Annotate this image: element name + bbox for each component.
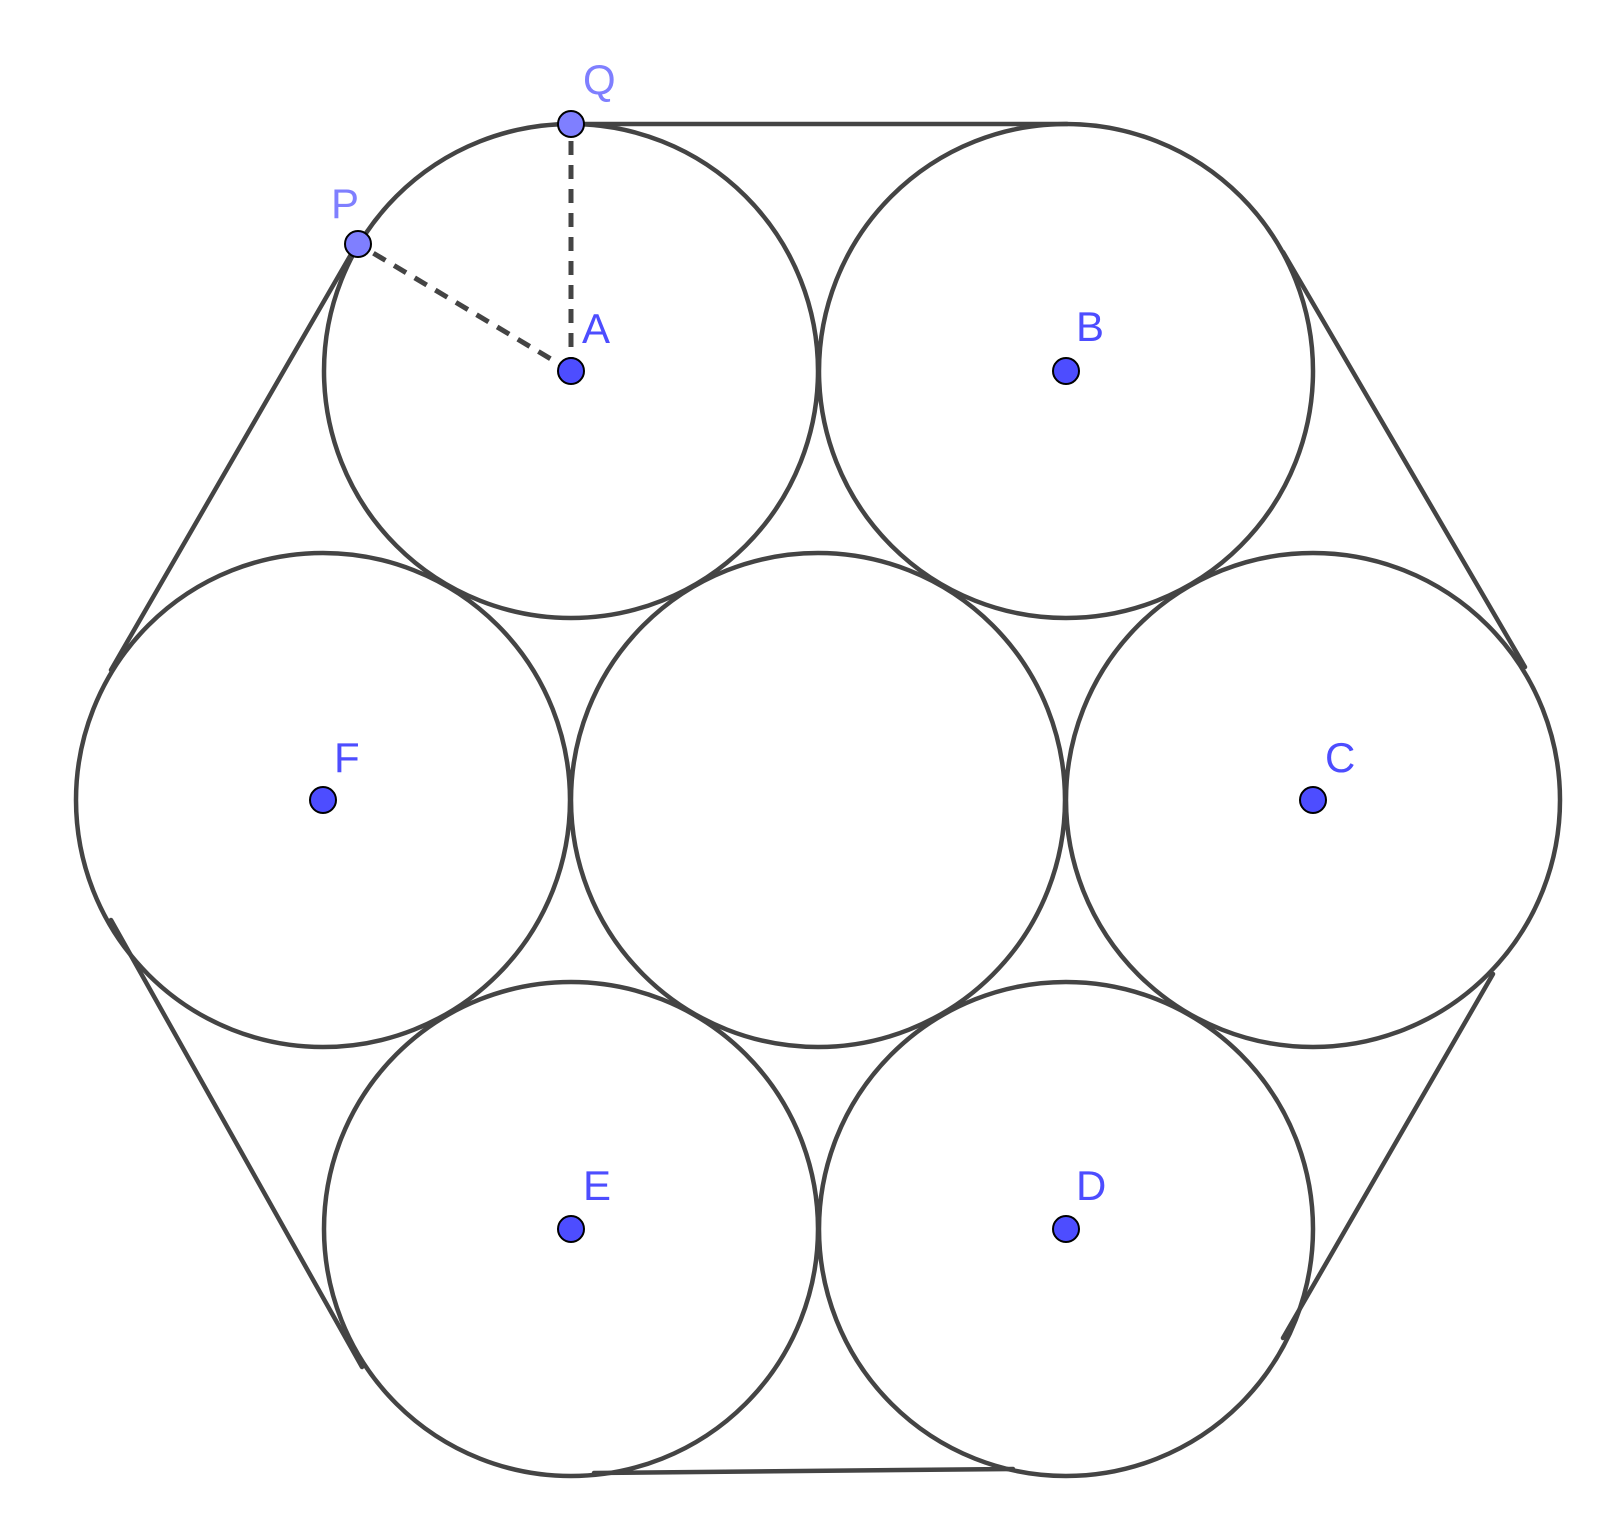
point-q[interactable] [557,110,585,138]
point-a[interactable] [557,357,585,385]
outer-tangent-lines [108,121,1528,1476]
point-p[interactable] [344,230,372,258]
label-c: C [1325,734,1355,781]
point-e[interactable] [557,1215,585,1243]
label-a: A [582,305,610,352]
tangent-line-bottom [591,1466,1016,1476]
point-f[interactable] [309,786,337,814]
dashed-radii [356,124,574,374]
label-d: D [1076,1162,1106,1209]
tangent-line-bottom-left [108,917,365,1370]
circle-f [73,550,573,1050]
circle-c [1063,550,1563,1050]
circle-b [816,121,1316,621]
circle-center [568,550,1068,1050]
label-p: P [331,180,359,227]
circles [73,121,1563,1479]
label-q: Q [583,56,616,103]
points [309,110,1327,1243]
point-c[interactable] [1299,786,1327,814]
label-b: B [1076,303,1104,350]
tangent-line-top-left [108,241,360,673]
radius-a-to-p [356,241,573,374]
point-labels: A B C D E F P Q [331,56,1355,1209]
circle-d [816,979,1316,1479]
tangent-line-top-right [1280,249,1528,670]
label-f: F [334,734,360,781]
point-b[interactable] [1052,357,1080,385]
tangent-line-bottom-right [1280,971,1496,1341]
label-e: E [583,1162,611,1209]
point-d[interactable] [1052,1215,1080,1243]
